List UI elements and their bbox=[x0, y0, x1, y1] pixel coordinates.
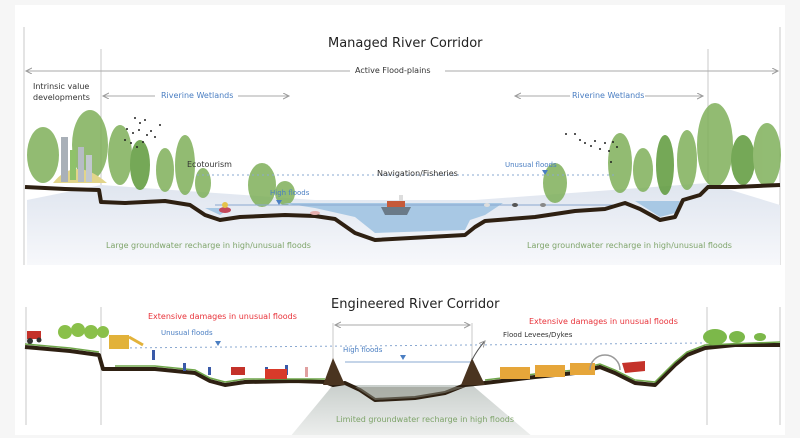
eng-unusual-floods-label: Unusual floods bbox=[161, 329, 213, 337]
birds-right-icon bbox=[565, 133, 618, 163]
diagram-graphics bbox=[23, 27, 781, 435]
garden-icon bbox=[703, 329, 766, 345]
damages-right-label: Extensive damages in unusual floods bbox=[529, 317, 678, 326]
vegetation-left bbox=[27, 110, 295, 207]
unusual-floods-label: Unusual floods bbox=[505, 161, 557, 169]
terrain-managed bbox=[24, 183, 781, 242]
orchard-icon bbox=[58, 323, 109, 339]
eng-unusual-flood-line bbox=[114, 342, 706, 349]
cargo-ship-icon bbox=[381, 195, 411, 215]
tractor-icon bbox=[27, 331, 42, 344]
levee-pointer bbox=[471, 341, 485, 361]
damages-left-label: Extensive damages in unusual floods bbox=[148, 312, 297, 321]
wading-birds-icon bbox=[310, 203, 546, 215]
eng-unusual-flood-marker-icon bbox=[215, 341, 221, 346]
eng-high-floods-label: High floods bbox=[343, 346, 383, 354]
levee-left-icon bbox=[323, 358, 345, 385]
levees-label: Flood Levees/Dykes bbox=[503, 331, 573, 339]
levee-right-icon bbox=[461, 358, 485, 385]
unusual-flood-marker-icon bbox=[542, 170, 548, 175]
pond-water-right bbox=[635, 201, 680, 217]
limited-recharge-label: Limited groundwater recharge in high flo… bbox=[336, 415, 515, 424]
navigation-fisheries-label: Navigation/Fisheries bbox=[377, 169, 458, 178]
managed-title: Managed River Corridor bbox=[328, 36, 483, 51]
intrinsic-value-label: Intrinsic value developments bbox=[33, 81, 90, 103]
greenhouse-icon bbox=[589, 354, 621, 371]
intrinsic-value-line2: developments bbox=[33, 93, 90, 102]
red-machine-icon bbox=[231, 367, 287, 379]
diagram-canvas: Managed River Corridor Active Flood-plai… bbox=[15, 5, 785, 435]
recharge-left-label: Large groundwater recharge in high/unusu… bbox=[106, 241, 311, 250]
hay-fields-icon bbox=[500, 363, 595, 379]
engineered-title: Engineered River Corridor bbox=[331, 297, 500, 312]
excavator-icon bbox=[109, 335, 144, 349]
ecotourism-label: Ecotourism bbox=[187, 160, 232, 169]
intrinsic-value-line1: Intrinsic value bbox=[33, 82, 90, 91]
vegetation-right bbox=[543, 103, 781, 203]
harvester-icon bbox=[622, 361, 645, 373]
river-channel-engineered bbox=[355, 387, 465, 400]
tourist-boat-icon bbox=[219, 202, 231, 213]
groundwater-zone-engineered bbox=[291, 385, 531, 435]
riverine-wetlands-right-label: Riverine Wetlands bbox=[572, 91, 645, 100]
eng-high-flood-marker-icon bbox=[400, 355, 406, 360]
high-flood-marker-icon bbox=[276, 200, 282, 205]
river-water-managed bbox=[283, 203, 503, 233]
city-buildings-icon bbox=[53, 137, 107, 183]
recharge-right-label: Large groundwater recharge in high/unusu… bbox=[527, 241, 732, 250]
active-floodplains-label: Active Flood-plains bbox=[355, 66, 431, 75]
riverine-wetlands-left-label: Riverine Wetlands bbox=[161, 91, 234, 100]
birds-left-icon bbox=[124, 117, 161, 148]
high-floods-label: High floods bbox=[270, 189, 310, 197]
